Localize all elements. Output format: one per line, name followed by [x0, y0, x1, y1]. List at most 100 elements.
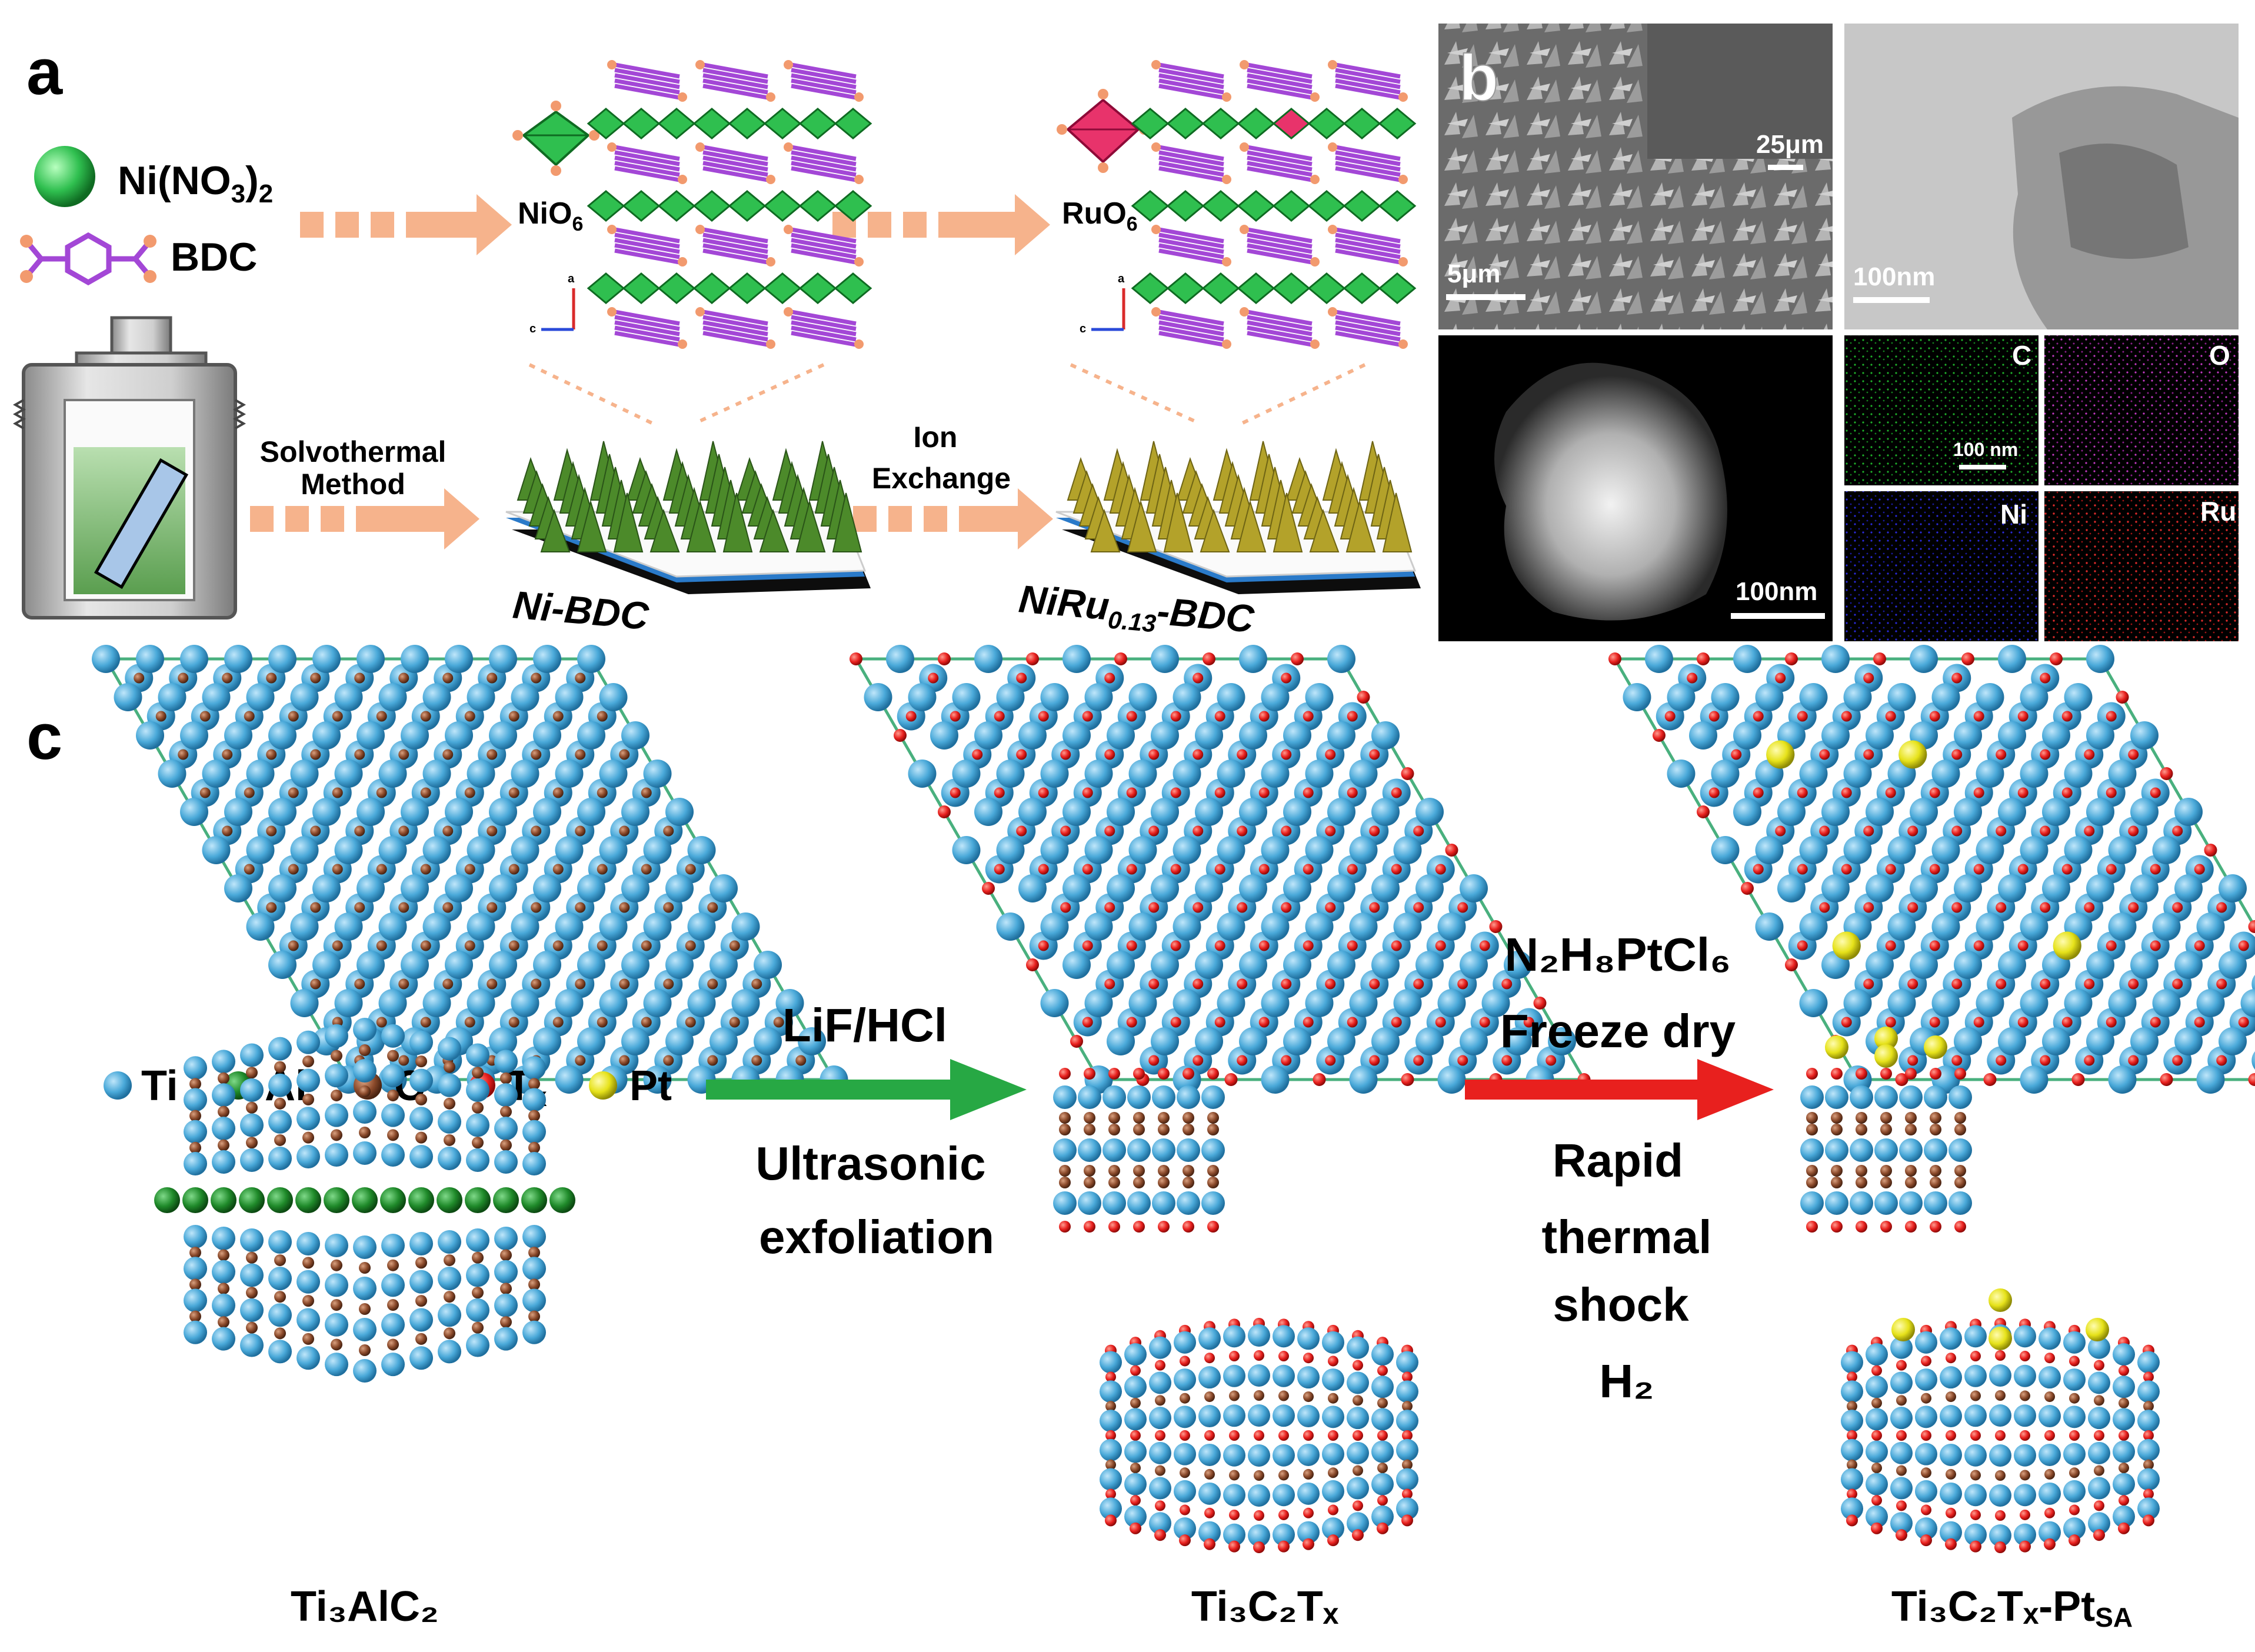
bdc-linker	[1247, 166, 1313, 182]
c-atom	[302, 1333, 314, 1345]
ti-atom	[1174, 1368, 1196, 1391]
niru-bdc-nanosheet-array	[1055, 441, 1421, 594]
ti-atom	[290, 683, 319, 711]
ti-atom	[687, 989, 716, 1017]
ti-atom	[1799, 760, 1828, 788]
ti-atom	[1100, 1410, 1122, 1433]
ti-atom	[1931, 683, 1960, 711]
nio6-octahedron	[834, 108, 872, 139]
bdc-linker	[1335, 232, 1401, 249]
c-atom	[246, 1287, 258, 1299]
ti-atom	[1915, 1517, 1937, 1540]
nanosheet	[1309, 508, 1340, 552]
al-atom	[239, 1187, 265, 1213]
ti-atom	[2130, 721, 2159, 750]
bdc-linker	[702, 248, 768, 265]
tx-atom	[994, 787, 1005, 798]
ti-atom	[467, 683, 495, 711]
bdc-linker	[614, 73, 680, 89]
ti-atom	[1124, 1440, 1147, 1463]
ti-atom	[1799, 836, 1828, 864]
ti-atom	[381, 1143, 405, 1167]
ti-atom	[1711, 836, 1740, 864]
tx-atom	[1126, 787, 1137, 798]
ti-atom	[1821, 645, 1850, 673]
ti-atom	[1018, 798, 1047, 826]
c-atom	[751, 978, 762, 990]
bdc-linker	[614, 248, 680, 265]
c-atom	[2020, 1430, 2030, 1441]
ti-atom	[1174, 1331, 1196, 1354]
tx-atom	[2216, 1055, 2227, 1066]
c-atom	[1180, 1393, 1190, 1404]
ti-atom	[180, 645, 208, 673]
tx-atom	[2248, 1073, 2255, 1086]
o-atom	[1222, 175, 1231, 184]
c-atom	[464, 787, 475, 798]
o-atom	[1222, 92, 1231, 102]
o-atom	[766, 175, 775, 184]
tx-atom	[1303, 1538, 1314, 1550]
c-atom	[1353, 1465, 1363, 1476]
ni-nitrate-label: Ni(NO3)2	[118, 158, 273, 208]
tx-atom	[1401, 1073, 1414, 1086]
c-atom	[359, 1085, 371, 1097]
ti-atom	[533, 798, 561, 826]
ti-atom	[1322, 1368, 1344, 1391]
c-atom	[641, 864, 652, 875]
ti-atom	[1195, 721, 1223, 750]
al-atom	[352, 1187, 378, 1213]
c-atom	[2143, 1430, 2154, 1441]
ti-atom	[2020, 912, 2049, 941]
o-atom	[695, 142, 705, 152]
c-atom	[359, 1344, 371, 1356]
c-atom	[415, 1093, 427, 1105]
ti-atom	[1217, 912, 1245, 941]
ti-atom	[1843, 989, 1872, 1017]
nio6-octahedron	[1343, 108, 1381, 139]
c-atom	[619, 902, 630, 913]
nanosheet	[1163, 492, 1194, 552]
tx-atom	[1819, 902, 1830, 913]
ti-atom	[1151, 1027, 1179, 1055]
c-atom	[1207, 1177, 1219, 1188]
ti-atom	[1964, 1523, 1987, 1546]
c-atom	[222, 749, 233, 760]
ti-atom	[2042, 798, 2070, 826]
ti-atom	[1371, 1505, 1394, 1528]
tx-atom	[1193, 672, 1204, 684]
c-atom	[1831, 1112, 1843, 1124]
ti-atom	[1976, 912, 2004, 941]
ti-atom	[1040, 683, 1069, 711]
tx-atom	[2071, 1073, 2085, 1086]
c-atom	[641, 1017, 652, 1028]
ti-atom	[2042, 721, 2070, 750]
bdc-linker	[614, 155, 680, 172]
ti3c2tx-top-view-lattice	[850, 645, 1591, 1094]
ti-atom	[511, 912, 539, 941]
ti-atom	[312, 874, 341, 902]
c-atom	[1207, 1124, 1219, 1135]
bdc-linker	[702, 78, 768, 95]
tx-atom	[1996, 978, 2007, 990]
nio6-octahedron	[763, 108, 802, 139]
nio6-octahedron	[657, 108, 696, 139]
c-atom	[420, 787, 431, 798]
ti-atom	[2020, 836, 2049, 864]
tx-atom	[1457, 978, 1468, 990]
c-atom	[288, 864, 299, 875]
ti-atom	[240, 1148, 264, 1172]
ti-atom	[184, 1056, 207, 1080]
ti-atom	[325, 1143, 348, 1167]
c-atom	[1954, 1124, 1966, 1135]
c-atom	[1204, 1468, 1215, 1480]
nanosheet	[686, 499, 717, 552]
c-atom	[1970, 1509, 1981, 1520]
ti-atom	[1297, 1482, 1320, 1505]
bdc-linker	[1158, 232, 1224, 249]
ti-atom	[184, 1288, 207, 1313]
c-atom	[1108, 1112, 1120, 1124]
ti-atom	[665, 1027, 694, 1055]
bdc-linker	[791, 315, 857, 331]
ti-atom	[1800, 1191, 1824, 1215]
